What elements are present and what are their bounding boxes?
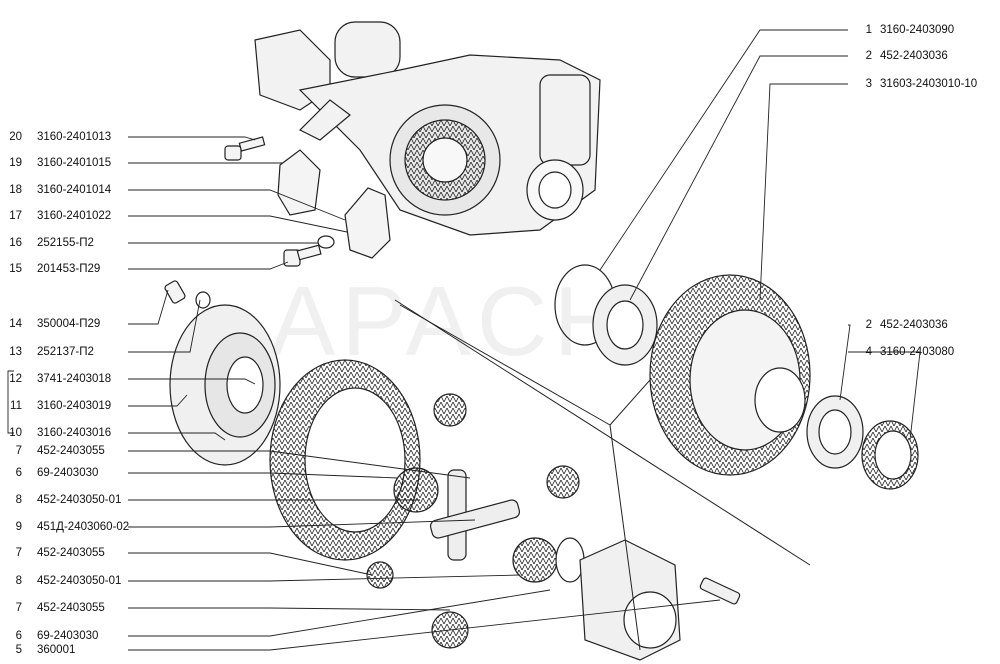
leader-line	[848, 351, 921, 441]
part-code: 360001	[37, 644, 76, 656]
leader-line	[839, 324, 851, 401]
part-number: 10	[9, 427, 22, 439]
part-number: 15	[9, 263, 22, 275]
right-leader-lines	[599, 29, 921, 441]
part-number: 13	[9, 346, 22, 358]
part-number: 9	[15, 521, 22, 533]
part-number: 16	[9, 237, 22, 249]
part-code: 3160-2401015	[37, 157, 112, 169]
differential-case-right	[579, 539, 741, 661]
part-number: 7	[15, 547, 22, 559]
leader-line	[128, 450, 471, 479]
part-number: 4	[865, 346, 872, 358]
part-code: 69-2403030	[37, 630, 99, 642]
left-leader-lines	[128, 136, 721, 651]
part-code: 3160-2403090	[880, 24, 955, 36]
ring-gear	[269, 359, 421, 561]
leader-line	[128, 552, 373, 576]
leader-line	[629, 55, 848, 301]
bolt-washer-set	[164, 280, 211, 309]
bearing-caps	[224, 136, 391, 267]
part-code: 452-2403050-01	[37, 575, 122, 587]
part-code: 3160-2401022	[37, 210, 112, 222]
leader-line	[128, 261, 289, 270]
part-number: 8	[15, 494, 22, 506]
part-code: 3160-2401014	[37, 184, 112, 196]
leader-line	[128, 472, 399, 479]
leader-line	[128, 215, 348, 233]
differential-gears	[366, 393, 585, 649]
part-number: 2	[865, 50, 872, 62]
differential-assembly	[554, 264, 919, 490]
label-bracket	[7, 370, 14, 434]
part-code: 3160-2403019	[37, 400, 112, 412]
part-code: 3160-2403016	[37, 427, 112, 439]
part-code: 452-2403036	[880, 50, 948, 62]
part-code: 69-2403030	[37, 467, 99, 479]
leader-line	[128, 189, 346, 221]
part-number: 19	[9, 157, 22, 169]
leader-line	[128, 607, 451, 611]
part-code: 252137-П2	[37, 346, 94, 358]
part-number: 12	[9, 373, 22, 385]
part-number: 6	[15, 467, 22, 479]
axle-housing	[254, 21, 601, 236]
part-number: 20	[9, 131, 22, 143]
part-number: 1	[865, 24, 872, 36]
part-code: 3160-2401013	[37, 131, 112, 143]
part-code: 3741-2403018	[37, 373, 112, 385]
leader-line	[599, 29, 848, 271]
part-code: 452-2403055	[37, 547, 105, 559]
part-number: 14	[9, 318, 22, 330]
part-number: 7	[15, 445, 22, 457]
leader-line	[128, 589, 551, 637]
leader-line	[128, 289, 169, 325]
part-code: 252155-П2	[37, 237, 94, 249]
part-number: 8	[15, 575, 22, 587]
part-number: 11	[10, 400, 22, 412]
part-code: 452-2403055	[37, 445, 105, 457]
part-number: 3	[865, 78, 872, 90]
watermark: APACH	[270, 266, 631, 376]
part-number: 5	[15, 644, 22, 656]
part-code: 452-2403036	[880, 319, 948, 331]
part-number: 2	[865, 319, 872, 331]
part-number: 7	[15, 602, 22, 614]
leader-lines	[394, 299, 811, 651]
differential-case-half	[169, 304, 281, 466]
part-number: 6	[15, 630, 22, 642]
leader-line	[128, 519, 476, 528]
part-code: 3160-2403080	[880, 346, 955, 358]
leader-line	[128, 599, 721, 651]
part-code: 452-2403050-01	[37, 494, 122, 506]
part-code: 31603-2403010-10	[880, 78, 978, 90]
part-code: 350004-П29	[37, 318, 101, 330]
part-code: 451Д-2403060-02	[37, 521, 130, 533]
part-number: 17	[9, 210, 22, 222]
part-code: 452-2403055	[37, 602, 105, 614]
leader-line	[759, 83, 848, 301]
leader-line	[128, 299, 201, 353]
leader-line	[128, 136, 256, 141]
leader-line	[128, 394, 188, 407]
part-number: 18	[9, 184, 22, 196]
leader-line	[128, 378, 256, 385]
part-code: 201453-П29	[37, 263, 101, 275]
leader-line	[128, 432, 226, 441]
leader-line	[128, 574, 521, 582]
